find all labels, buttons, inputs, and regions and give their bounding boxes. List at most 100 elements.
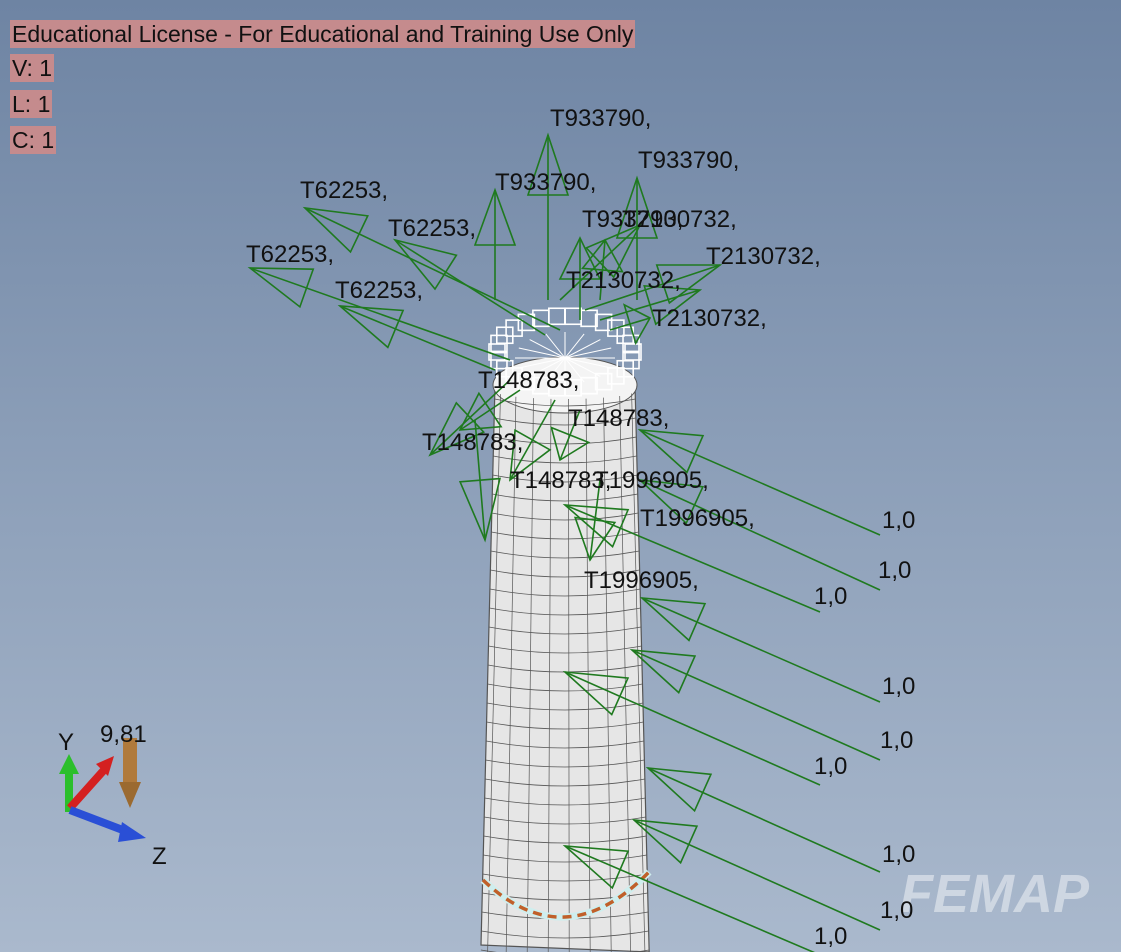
node-spoke xyxy=(564,357,612,369)
load-arrowhead xyxy=(637,478,705,525)
z-axis-arrow xyxy=(68,806,130,836)
load-arrowhead xyxy=(302,206,369,254)
node-marker xyxy=(505,319,523,337)
load-arrow-shaft xyxy=(304,207,561,331)
load-arrowhead xyxy=(573,516,617,562)
load-arrowhead xyxy=(622,303,652,346)
load-label: 1,0 xyxy=(882,673,915,700)
node-marker xyxy=(607,367,625,385)
x-axis-arrowhead xyxy=(96,756,114,776)
load-arrowhead xyxy=(458,391,503,431)
load-arrowhead xyxy=(645,766,713,813)
load-label: T148783, xyxy=(478,367,579,394)
mesh-ring xyxy=(481,930,649,939)
node-spoke xyxy=(564,339,601,359)
node-marker xyxy=(594,372,613,391)
load-arrowhead xyxy=(581,238,624,273)
load-label: T148783, xyxy=(510,467,611,494)
mesh-ring xyxy=(490,569,640,578)
node-spoke xyxy=(564,347,612,359)
mesh-ring xyxy=(486,721,644,730)
load-arrowhead xyxy=(526,132,570,196)
y-axis-arrow xyxy=(65,772,73,812)
load-arrow-shaft xyxy=(647,767,881,873)
node-marker xyxy=(517,372,536,391)
load-arrowhead xyxy=(562,845,630,890)
mesh-ring xyxy=(491,512,639,521)
mesh-ring xyxy=(486,740,644,749)
load-arrowhead xyxy=(639,596,707,642)
load-label: T1996905, xyxy=(640,505,755,532)
y-axis-label: Y xyxy=(58,729,74,756)
mesh-ring xyxy=(483,835,647,844)
mesh-ring xyxy=(488,626,642,635)
mesh-ring xyxy=(493,436,637,445)
mesh-ring xyxy=(490,550,640,559)
load-label: T2130732, xyxy=(652,305,767,332)
mesh-ring xyxy=(489,607,641,616)
load-label: 1,0 xyxy=(882,507,915,534)
load-label: T1996905, xyxy=(584,567,699,594)
load-arrow-shaft xyxy=(339,305,496,371)
mesh-ring xyxy=(488,645,642,654)
node-spoke xyxy=(529,357,566,377)
view-info-v: V: 1 xyxy=(10,54,55,82)
mesh-ring xyxy=(485,778,645,787)
load-label: T933790, xyxy=(582,206,683,233)
load-arrow-shaft xyxy=(564,671,821,786)
load-label: T148783, xyxy=(568,405,669,432)
load-arrowhead xyxy=(428,401,486,457)
load-arrow-shaft xyxy=(639,479,881,591)
femap-logo: FEMAP xyxy=(900,864,1090,924)
mesh-line xyxy=(568,398,570,952)
node-spoke xyxy=(545,333,566,359)
load-arrowhead xyxy=(562,670,630,716)
license-banner: Educational License - For Educational an… xyxy=(10,20,636,48)
node-spoke xyxy=(564,357,585,383)
load-label: T2130732, xyxy=(566,267,681,294)
load-label: 1,0 xyxy=(814,923,847,950)
load-arrow-shaft xyxy=(631,649,881,761)
view-info-c: C: 1 xyxy=(10,126,57,154)
axis-triad: Y Z 9,81 xyxy=(58,721,167,870)
load-label: 1,0 xyxy=(880,897,913,924)
load-arrowhead xyxy=(337,305,405,349)
load-label: T2130732, xyxy=(622,206,737,233)
mesh-ring xyxy=(486,702,644,711)
tower-mesh[interactable] xyxy=(480,356,650,952)
load-arrowhead xyxy=(550,426,591,462)
load-arrow-shaft xyxy=(249,267,511,361)
mesh-line xyxy=(526,398,534,952)
node-marker xyxy=(616,359,635,378)
load-arrowhead xyxy=(637,428,705,474)
load-label: T62253, xyxy=(335,277,423,304)
load-label: T62253, xyxy=(300,177,388,204)
node-spoke xyxy=(545,357,566,383)
node-spoke xyxy=(518,357,566,369)
node-spoke xyxy=(529,339,566,359)
load-arrow-shaft xyxy=(394,239,546,336)
mesh-line xyxy=(505,396,517,952)
mesh-ring xyxy=(482,873,648,882)
load-arrowhead xyxy=(629,648,697,694)
load-label: 1,0 xyxy=(882,841,915,868)
node-marker xyxy=(622,334,640,353)
mesh-ring xyxy=(493,455,637,464)
node-marker xyxy=(495,326,514,345)
y-axis-arrowhead xyxy=(59,754,79,774)
load-arrowhead xyxy=(392,238,458,291)
z-axis-arrowhead xyxy=(118,822,146,842)
z-axis-label: Z xyxy=(152,843,167,870)
load-arrow-shaft xyxy=(639,429,881,536)
load-label: 1,0 xyxy=(878,557,911,584)
load-arrow-shaft xyxy=(641,597,881,703)
mesh-ring xyxy=(489,588,641,597)
load-label: 1,0 xyxy=(814,753,847,780)
load-arrowhead xyxy=(509,428,552,482)
load-arrow-shaft xyxy=(633,819,881,931)
view-info-l: L: 1 xyxy=(10,90,53,118)
constraint-dashes xyxy=(481,870,651,919)
mesh-line xyxy=(631,393,646,952)
